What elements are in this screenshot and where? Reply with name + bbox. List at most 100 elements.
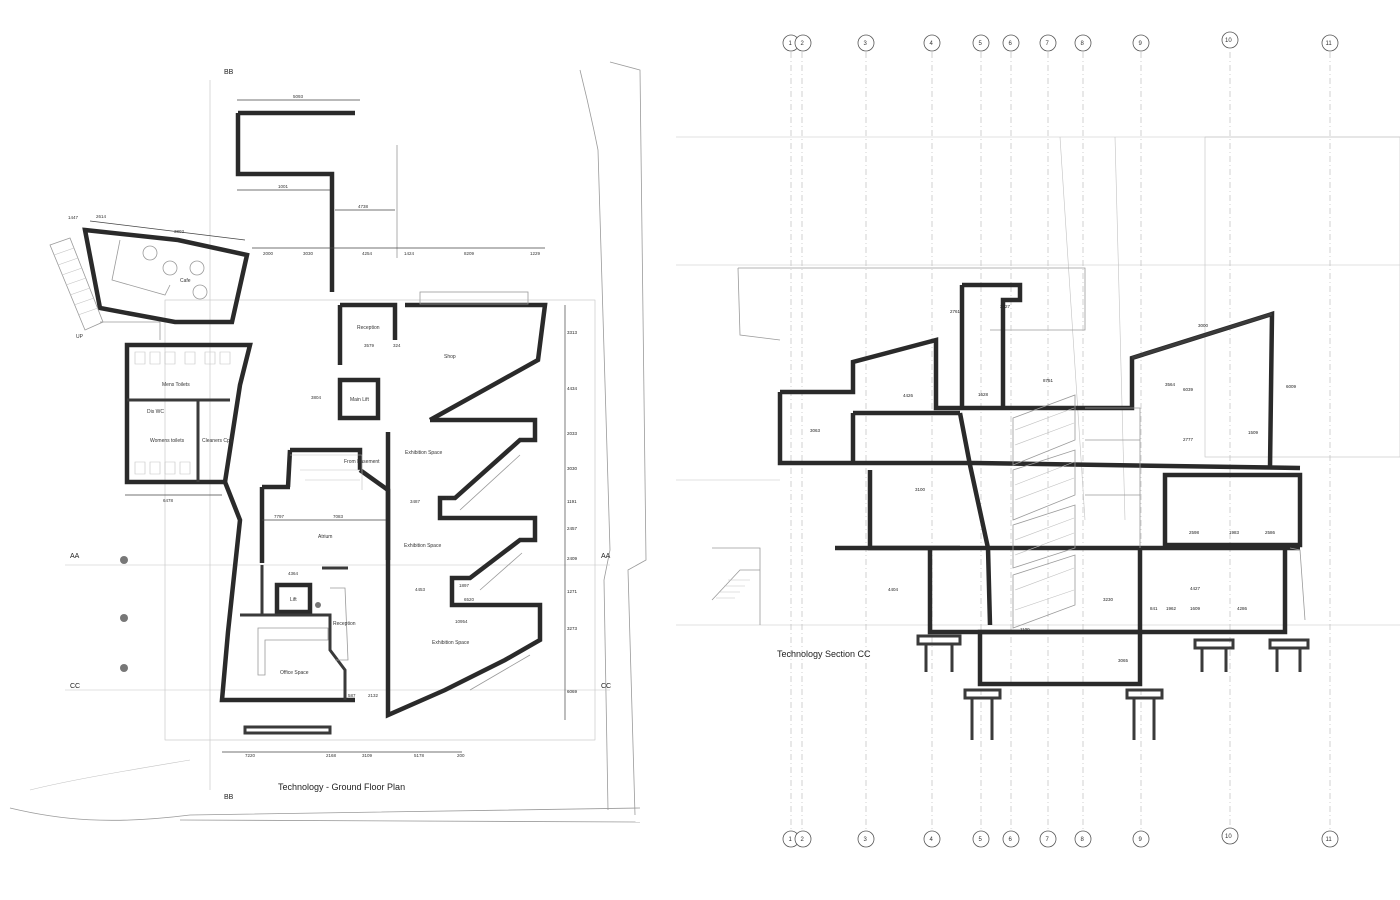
room-exhibition-2: Exhibition Space <box>404 543 441 549</box>
room-reception-top: Reception <box>357 325 380 331</box>
sdim-2586: 2586 <box>1265 530 1276 535</box>
section-ground-right <box>1140 548 1288 635</box>
room-womens-toilets: Womens toilets <box>150 438 185 444</box>
pile-2 <box>970 698 994 740</box>
room-dis-wc: Dis WC <box>147 409 164 415</box>
grid-bubble-top-9 <box>1132 34 1150 52</box>
dim-v-2457: 2457 <box>567 526 578 531</box>
pile-cap-3 <box>1125 688 1164 700</box>
context-lines <box>676 136 1400 626</box>
sdim-1962: 1962 <box>1166 606 1177 611</box>
grid-bubble-bottom-8 <box>1074 830 1092 848</box>
section-left-block <box>777 392 975 466</box>
section-first-floor-slab <box>974 460 1301 471</box>
marker-cc-right: CC <box>601 683 611 690</box>
grid-bubble-top-5 <box>972 34 990 52</box>
marker-cc-left: CC <box>70 683 80 690</box>
grid-bottom-5: 5 <box>979 837 983 843</box>
dim-v-6069: 6069 <box>567 689 578 694</box>
dim-1229: 1229 <box>530 251 541 256</box>
dim-v-2409: 2409 <box>567 556 578 561</box>
grid-bubble-bottom-7 <box>1039 830 1057 848</box>
dim-7083: 7083 <box>333 514 344 519</box>
grid-top-6: 6 <box>1009 41 1013 47</box>
grid-bottom-2: 2 <box>801 837 805 843</box>
sdim-1100: 1100 <box>1020 627 1030 632</box>
piles <box>916 634 1310 740</box>
grid-bottom-1: 1 <box>789 837 793 843</box>
grid-bubble-top-11 <box>1321 34 1339 52</box>
grid-bottom-7: 7 <box>1046 837 1050 843</box>
grid-bottom-6: 6 <box>1009 837 1013 843</box>
exhibition-display-rails <box>459 454 531 691</box>
grid-top-4: 4 <box>930 41 934 47</box>
dim-4254: 4254 <box>362 251 373 256</box>
marker-aa-right: AA <box>601 553 611 560</box>
dim-wing: 1001 <box>278 184 289 189</box>
dim-reception-324: 324 <box>393 343 401 348</box>
room-exhibition-1: Exhibition Space <box>405 450 442 456</box>
ground-floor-plan: BB BB AA AA CC CC 5093 1001 4738 2000 30… <box>9 61 647 823</box>
grid-top-7: 7 <box>1046 41 1050 47</box>
sdim-1983: 1983 <box>1229 530 1240 535</box>
grid-bubble-bottom-3 <box>857 830 875 848</box>
wc-cubicles-womens <box>134 461 191 475</box>
atrium-wall <box>259 447 391 563</box>
site-edge-bottom <box>179 819 641 823</box>
dim-2168: 2168 <box>326 753 337 758</box>
room-exhibition-3: Exhibition Space <box>432 640 469 646</box>
office-desks <box>257 627 329 676</box>
sdim-3063: 3063 <box>810 428 821 433</box>
top-wing-wall <box>235 110 355 292</box>
lower-lift-shaft <box>274 582 313 615</box>
grid-top-9: 9 <box>1139 41 1143 47</box>
dim-reception-3579: 3579 <box>364 343 375 348</box>
sdim-1509: 1509 <box>1248 430 1259 435</box>
dim-200: 200 <box>457 753 465 758</box>
dim-4453: 4453 <box>415 587 426 592</box>
pile-cap-1 <box>916 634 962 646</box>
grid-top-5: 5 <box>979 41 983 47</box>
lift-lobby-wall <box>240 565 348 700</box>
sdim-4404: 4404 <box>888 587 899 592</box>
dim-v-4434: 4434 <box>567 386 578 391</box>
sdim-3065: 3065 <box>1118 658 1129 663</box>
cafe-table-3 <box>189 260 205 276</box>
room-reception-lower: Reception <box>333 621 356 627</box>
shop-canopy <box>419 291 529 305</box>
context-roof-outline <box>737 267 1086 341</box>
room-office: Office Space <box>280 670 309 676</box>
pile-5 <box>1275 648 1302 672</box>
dim-v-2033: 2033 <box>567 431 578 436</box>
section-right-box <box>1162 472 1303 548</box>
grid-bubble-bottom-2 <box>794 830 812 848</box>
dim-1447: 1447 <box>68 215 79 220</box>
dim-1660: 1660 <box>445 496 456 501</box>
dim-3487: 3487 <box>410 499 421 504</box>
reception-desk <box>330 587 349 661</box>
sdim-3564: 3564 <box>1165 382 1176 387</box>
bench <box>243 725 332 735</box>
marker-bb-top: BB <box>224 69 234 76</box>
cafe-table-2 <box>162 260 178 276</box>
dim-587: 587 <box>348 693 356 698</box>
cafe-table-1 <box>142 245 158 261</box>
plan-title: Technology - Ground Floor Plan <box>278 782 405 792</box>
pile-1 <box>924 644 954 672</box>
dim-2132: 2132 <box>368 693 379 698</box>
label-up: UP <box>76 334 84 340</box>
sdim-1628: 1628 <box>978 392 989 397</box>
site-curve <box>29 759 191 791</box>
section-angled-wall <box>957 412 993 626</box>
site-columns <box>120 556 321 672</box>
dim-4364: 4364 <box>288 571 299 576</box>
room-cleaners: Cleaners Cpd <box>202 438 233 444</box>
grid-top-2: 2 <box>801 41 805 47</box>
column-2 <box>120 614 128 622</box>
section-stair-tower <box>959 282 1023 408</box>
marker-aa-left: AA <box>70 553 80 560</box>
left-stair-treads <box>716 579 750 599</box>
sdim-6039: 6039 <box>1183 387 1194 392</box>
grid-bubble-bottom-6 <box>1002 830 1020 848</box>
dim-3030: 3030 <box>303 251 314 256</box>
